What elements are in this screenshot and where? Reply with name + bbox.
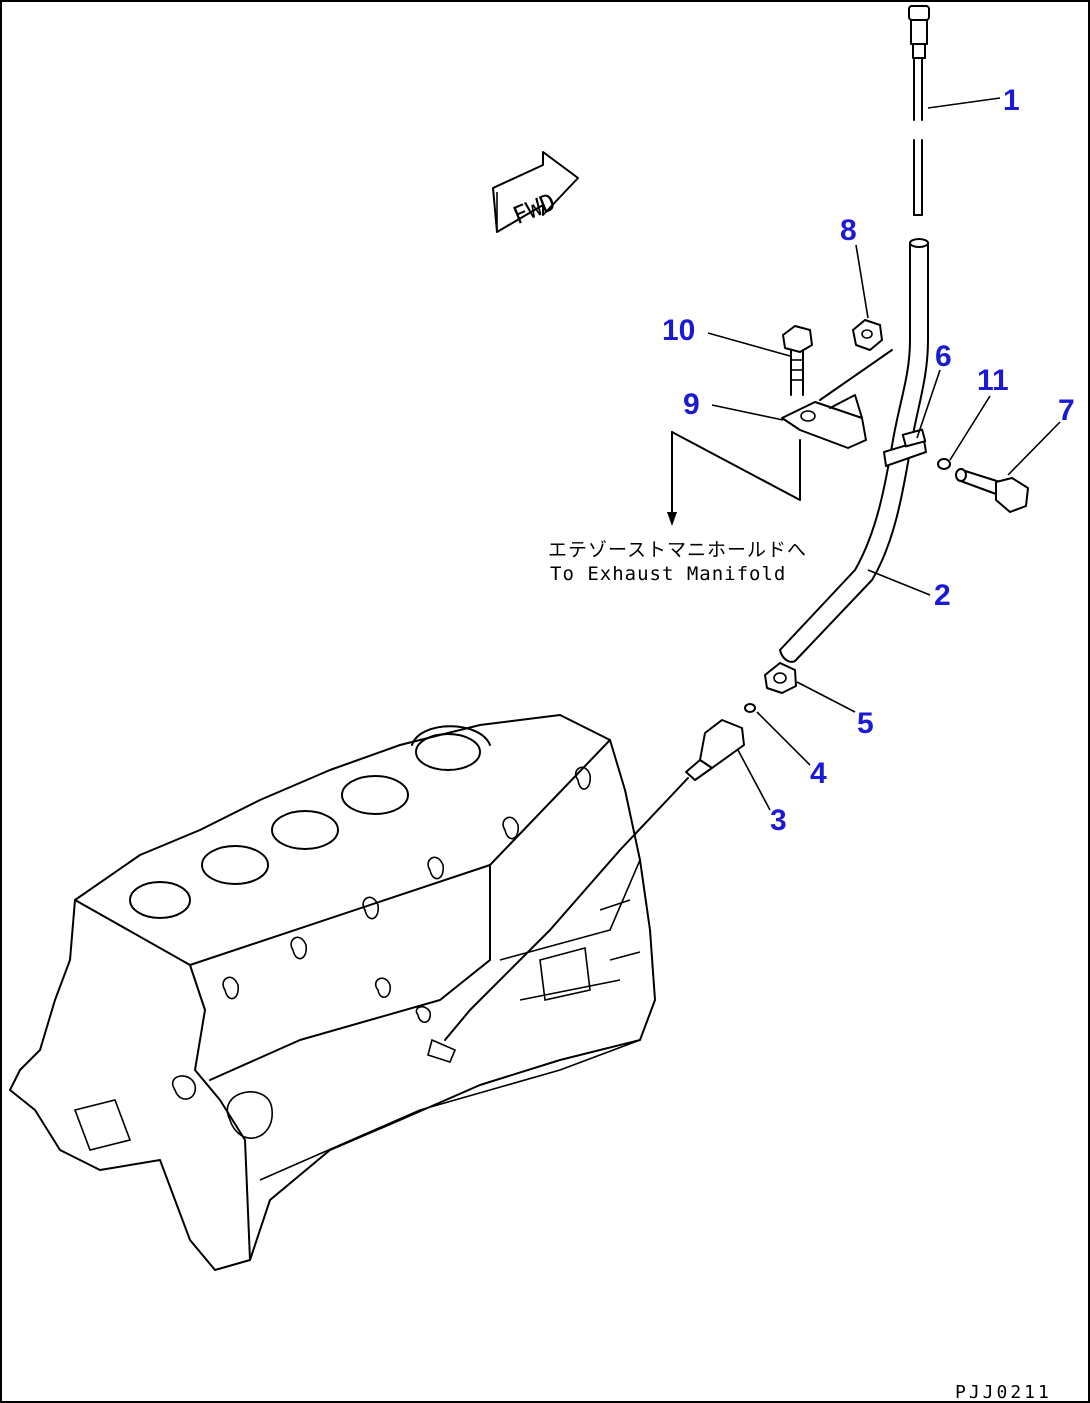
bracket-part-9 <box>667 349 893 526</box>
callout-10: 10 <box>662 314 695 347</box>
callout-2: 2 <box>934 579 951 612</box>
callout-6: 6 <box>935 340 952 373</box>
callout-5: 5 <box>857 707 874 740</box>
washer-part-4 <box>744 703 756 713</box>
fwd-label: FWD <box>509 188 560 230</box>
callout-4: 4 <box>810 757 827 790</box>
leader-lines <box>707 97 1061 811</box>
fwd-arrow-icon: FWD <box>492 151 579 233</box>
nut-part-8 <box>852 319 883 351</box>
washer-part-11 <box>937 458 951 470</box>
nut-part-5 <box>764 662 797 694</box>
guide-tube-part-2 <box>779 238 929 663</box>
drawing-code: PJJ0211 <box>955 1382 1052 1403</box>
callout-9: 9 <box>683 388 700 421</box>
bolt-part-10 <box>782 325 813 396</box>
connector-part-3 <box>444 719 745 1041</box>
callout-3: 3 <box>770 804 787 837</box>
callout-7: 7 <box>1058 394 1075 427</box>
callout-11: 11 <box>977 364 1009 397</box>
callout-8: 8 <box>840 214 857 247</box>
callout-1: 1 <box>1003 84 1020 117</box>
engine-block <box>9 714 656 1271</box>
note-english: To Exhaust Manifold <box>550 563 786 585</box>
dipstick-gauge-part-1 <box>908 5 930 216</box>
note-japanese: エテゾーストマニホールドへ <box>548 539 807 561</box>
bolt-part-7 <box>955 468 1029 513</box>
